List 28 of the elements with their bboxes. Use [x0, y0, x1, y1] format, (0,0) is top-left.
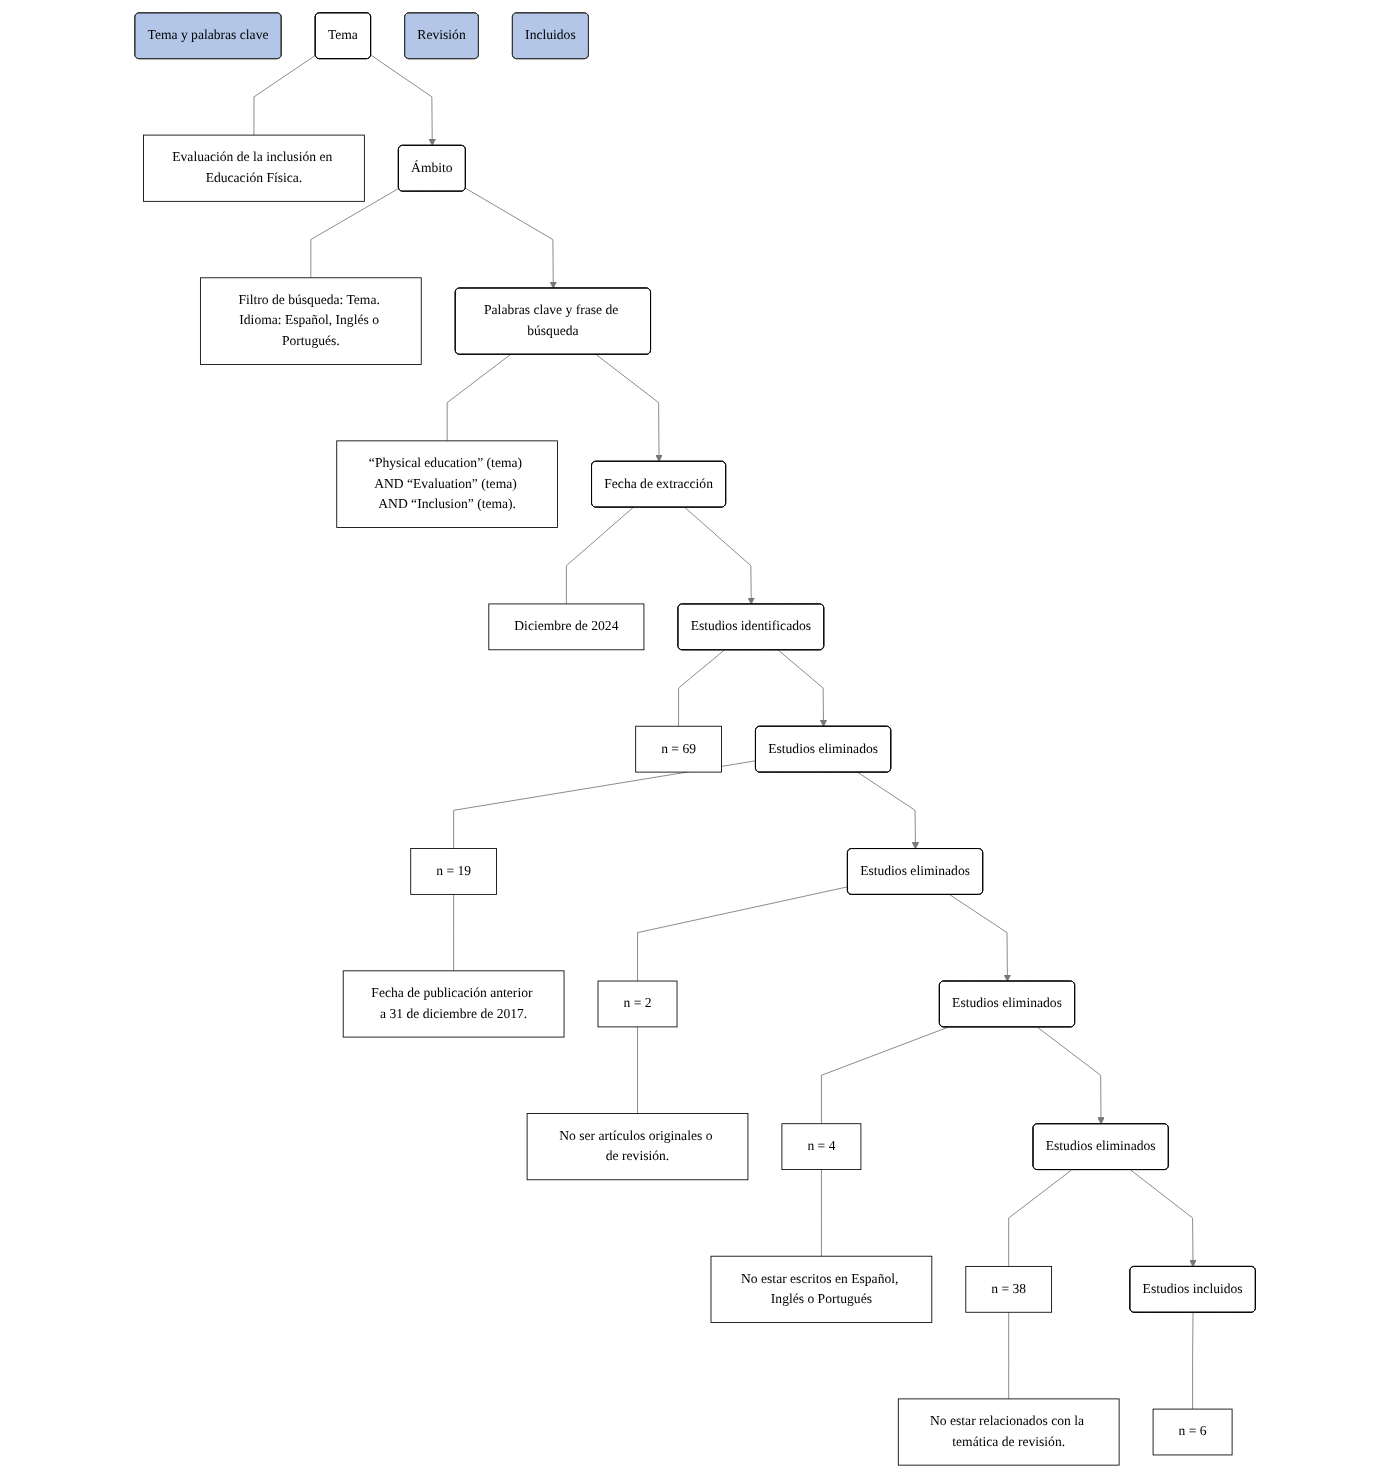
- connector: [821, 1026, 950, 1125]
- connector: [638, 886, 850, 982]
- connector: [1009, 1311, 1011, 1400]
- connector: [454, 894, 455, 972]
- node-box: [411, 848, 498, 895]
- node-box: [489, 603, 646, 651]
- node-box: [337, 440, 559, 528]
- node-box: [636, 725, 723, 773]
- connector: [254, 54, 317, 136]
- connector: [638, 1026, 639, 1114]
- node-box: [1153, 1408, 1234, 1456]
- node-box: [782, 1123, 863, 1171]
- connector: [447, 354, 512, 442]
- node-box: [200, 277, 423, 365]
- node-box: [898, 1398, 1121, 1466]
- connector: [454, 760, 758, 849]
- connector: [566, 507, 635, 605]
- connector: [311, 187, 401, 279]
- node-box: [144, 134, 366, 202]
- node-box: [966, 1266, 1053, 1313]
- connector: [821, 1169, 823, 1257]
- node-box: [343, 970, 566, 1038]
- node-box: [711, 1255, 934, 1323]
- node-box: [527, 1113, 750, 1181]
- connector: [1009, 1169, 1073, 1267]
- connector: [1193, 1312, 1195, 1410]
- node-box: [598, 980, 679, 1028]
- connector: [679, 649, 726, 727]
